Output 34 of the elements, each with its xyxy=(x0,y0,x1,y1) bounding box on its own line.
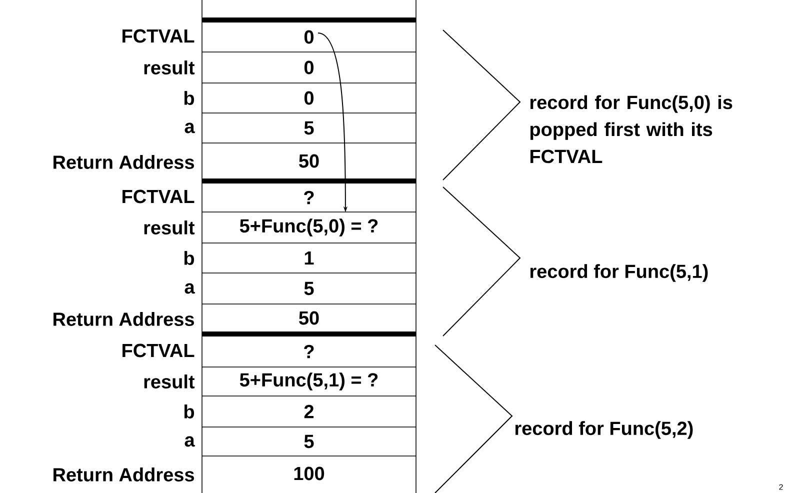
row-label: Return Address xyxy=(54,468,194,482)
row-label: result xyxy=(144,60,195,74)
stack-cell: ? xyxy=(304,344,314,358)
annotation: record for Func(5,0) is popped first with its FCTVAL xyxy=(530,95,732,164)
stack-cell: 0 xyxy=(304,60,314,74)
row-label: b xyxy=(184,91,194,105)
stack-cell: 0 xyxy=(304,91,314,105)
row-label: b xyxy=(184,251,194,265)
stack-cell: 1 xyxy=(304,251,314,265)
row-label: result xyxy=(144,220,195,234)
stack-cell: 2 xyxy=(304,404,314,418)
row-label: b xyxy=(184,404,194,418)
row-label: FCTVAL xyxy=(122,29,194,43)
row-label: Return Address xyxy=(54,155,194,169)
row-label: a xyxy=(184,283,195,294)
row-label: result xyxy=(144,374,195,388)
annotation: record for Func(5,1) xyxy=(530,264,708,282)
stack-cell: 100 xyxy=(294,466,324,480)
row-label: a xyxy=(184,436,195,447)
stack-cell: ? xyxy=(304,190,314,204)
row-label: FCTVAL xyxy=(122,344,194,358)
page-number: 2 xyxy=(779,484,783,490)
row-label: Return Address xyxy=(54,312,194,326)
stack-cell: 50 xyxy=(299,311,319,325)
stack-cell: 50 xyxy=(299,154,319,168)
annotation: record for Func(5,2) xyxy=(515,421,693,439)
stack-cell: 5 xyxy=(304,434,314,448)
stack-cell: 5 xyxy=(304,121,314,135)
stack-cell: 5 xyxy=(304,282,314,296)
stack-cell: 5+Func(5,0) = ? xyxy=(240,218,378,236)
stack-cell: 5+Func(5,1) = ? xyxy=(240,372,378,390)
row-label: FCTVAL xyxy=(122,190,194,204)
row-label: a xyxy=(184,122,195,134)
stack-cell: 0 xyxy=(304,30,314,44)
